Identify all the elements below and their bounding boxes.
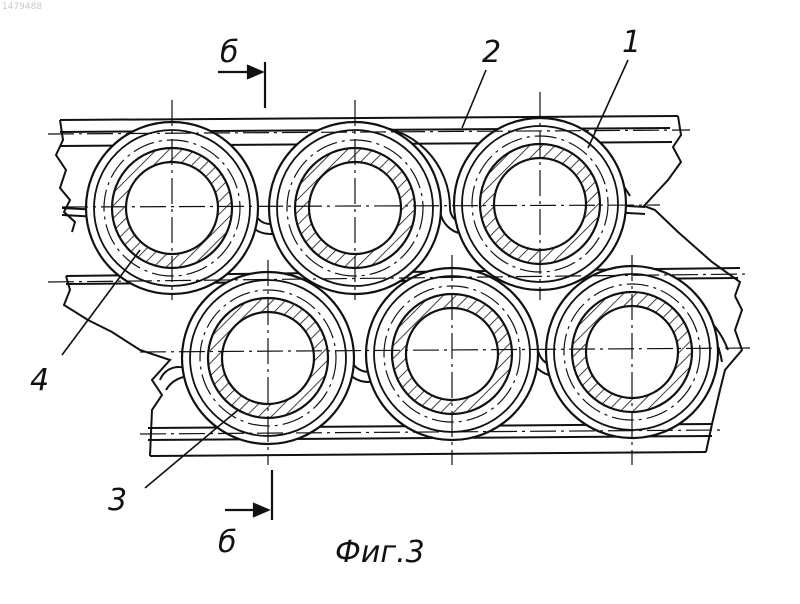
callout-4: 4 — [30, 363, 49, 398]
section-label-bottom: б — [218, 525, 237, 560]
watermark-text: 1479488 — [2, 2, 42, 12]
callout-2: 2 — [482, 35, 501, 70]
figure-caption: Фиг.3 — [335, 535, 425, 570]
callout-3: 3 — [108, 483, 127, 518]
section-label-top: б — [220, 35, 239, 70]
callout-1: 1 — [622, 25, 641, 60]
section-mark-bottom — [225, 470, 272, 520]
